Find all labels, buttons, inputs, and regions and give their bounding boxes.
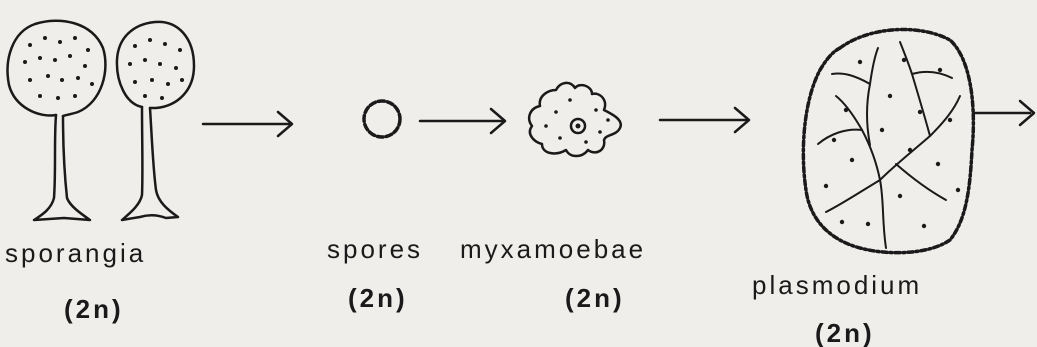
ploidy-label-sporangia: (2n) — [64, 294, 124, 324]
ploidy-label-plasmodium: (2n) — [815, 318, 875, 347]
sporangium-dots — [23, 36, 184, 100]
spore-drawing — [362, 99, 402, 139]
stage-label-sporangia: sporangia — [5, 238, 147, 268]
arrow-sporangia-to-spores — [201, 110, 294, 138]
myxamoeba-granules — [544, 98, 610, 144]
myxamoeba-drawing — [528, 81, 623, 158]
arrow-plasmodium-onward — [973, 99, 1036, 127]
stage-label-plasmodium: plasmodium — [752, 270, 923, 300]
sporangium-drawing-left — [6, 19, 107, 222]
ploidy-label-spores: (2n) — [348, 283, 408, 313]
ploidy-label-myxamoebae: (2n) — [565, 283, 625, 313]
sporangium-drawing-right — [115, 20, 196, 222]
plasmodium-drawing — [801, 27, 976, 255]
plasmodium-speckles — [823, 57, 961, 229]
arrow-myxamoebae-to-plasmodium — [658, 106, 751, 134]
arrow-spores-to-myxamoebae — [418, 107, 507, 135]
stage-label-myxamoebae: myxamoebae — [460, 234, 647, 264]
stage-label-spores: spores — [327, 234, 424, 264]
